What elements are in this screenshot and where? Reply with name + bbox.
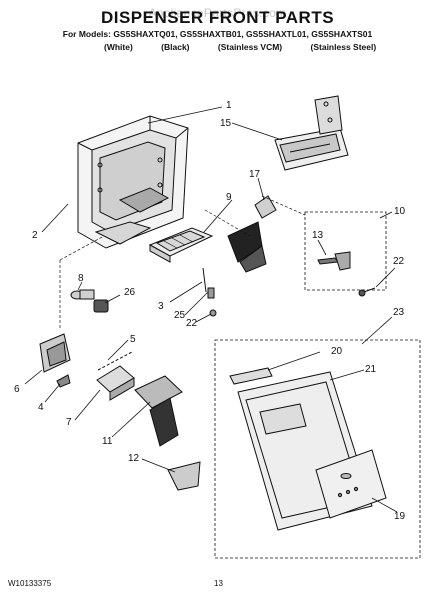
callout-label: 5	[130, 334, 136, 345]
callout-leaders	[24, 106, 398, 513]
page-title: DISPENSER FRONT PARTS	[100, 8, 335, 27]
bracket-part-15	[274, 95, 349, 171]
callout-label: 17	[249, 169, 261, 180]
callout-label: 23	[393, 307, 405, 318]
callout-label: 1	[226, 100, 232, 111]
callout-label: 4	[38, 402, 44, 413]
callout-label: 20	[331, 346, 343, 357]
callout-label: 13	[312, 230, 324, 241]
callout-label: 22	[393, 256, 405, 267]
trim-part-20	[229, 367, 273, 385]
callout-label: 22	[186, 318, 198, 329]
drip-tray-part	[148, 227, 214, 263]
callout-label: 8	[78, 273, 84, 284]
callout-label: 9	[226, 192, 232, 203]
callout-label: 15	[220, 118, 232, 129]
callout-label: 2	[32, 230, 38, 241]
callout-label: 21	[365, 364, 377, 375]
callout-label: 3	[158, 301, 164, 312]
control-panel-part-19	[315, 449, 387, 519]
variant-stainless-steel: (Stainless Steel)	[310, 42, 377, 52]
page-number: 13	[214, 579, 223, 588]
models-line: For Models: GS5SHAXTQ01, GS5SHAXTB01, GS…	[62, 29, 373, 39]
spring-part-13	[317, 251, 351, 271]
callout-label: 7	[66, 417, 72, 428]
variant-black: (Black)	[161, 42, 190, 52]
actuator-part-17	[227, 195, 277, 273]
switch-part-7	[96, 351, 135, 401]
module-part-6	[39, 333, 71, 373]
callout-label: 10	[394, 206, 406, 217]
callout-label: 26	[124, 287, 136, 298]
callout-label: 25	[174, 310, 186, 321]
variant-stainless-vcm: (Stainless VCM)	[217, 42, 283, 52]
callout-label: 11	[102, 436, 113, 447]
callout-label: 12	[128, 453, 140, 464]
document-number: W10133375	[8, 579, 52, 588]
callout-label: 19	[394, 511, 406, 522]
callout-numbers: 1 15 17 9 10 2 13 22 8 26 3 25 22 23 5 2…	[14, 100, 406, 522]
callout-label: 6	[14, 384, 20, 395]
variant-white: (White)	[104, 42, 133, 52]
screw-part-22	[358, 287, 376, 297]
watermark: AppliancePartsPros.com	[148, 6, 287, 20]
dashed-box-part-23	[214, 339, 421, 559]
dispenser-housing-part	[77, 115, 189, 249]
part-26	[93, 299, 109, 313]
alignment-lines	[59, 195, 306, 330]
small-parts-3-25-22	[202, 267, 217, 317]
dashed-box-part-10	[304, 211, 387, 291]
motor-part-8	[70, 289, 95, 300]
paddle-part-11	[134, 375, 183, 447]
part-12	[167, 461, 201, 491]
variant-labels: (White) (Black) (Stainless VCM) (Stainle…	[104, 42, 402, 52]
